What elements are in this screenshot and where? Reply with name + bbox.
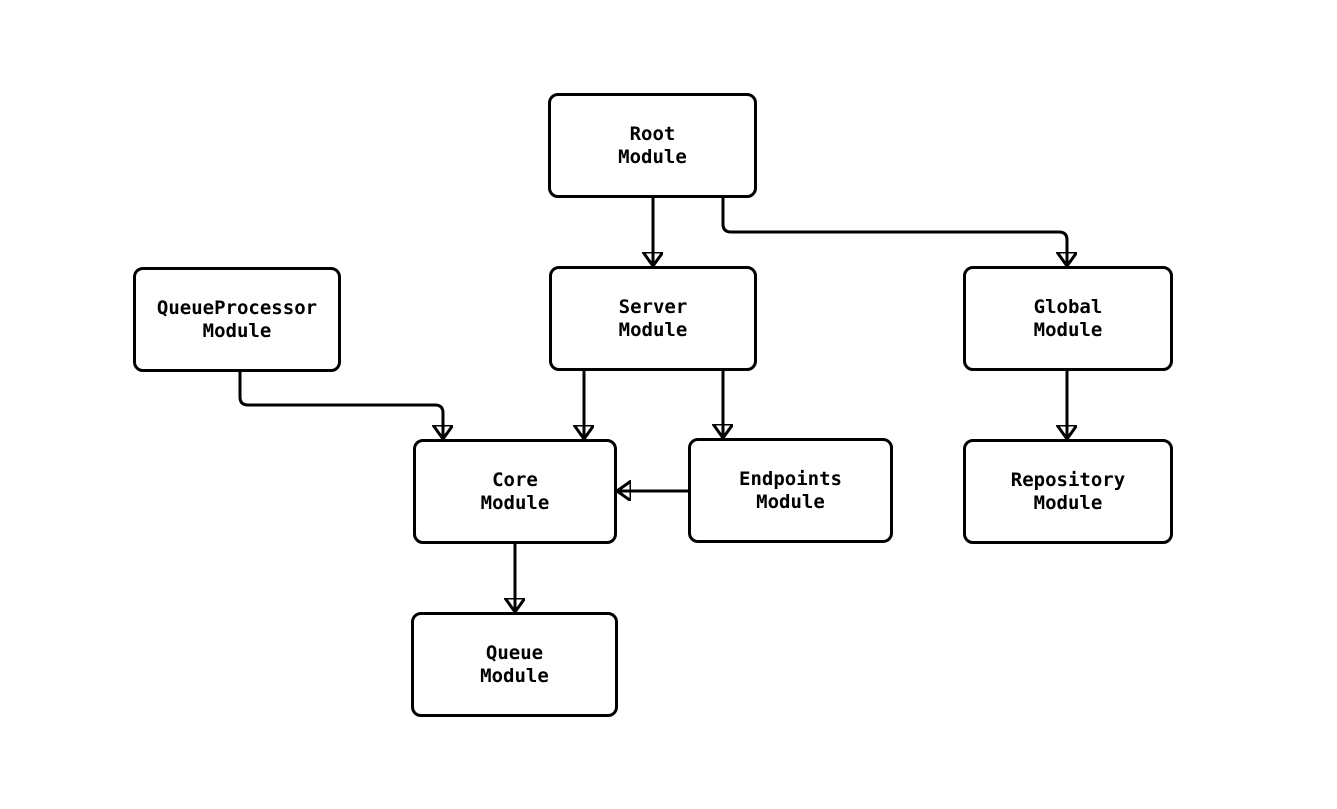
node-server-module[interactable]: Server Module [549,266,757,371]
node-queueprocessor-module[interactable]: QueueProcessor Module [133,267,341,372]
edge-queueprocessor-to-core-arrow [238,372,443,439]
node-repository-module-label: Repository Module [1010,468,1126,514]
edge-root-to-global-arrow [721,198,1067,266]
node-global-module[interactable]: Global Module [963,266,1173,371]
node-endpoints-module-label: Endpoints Module [739,467,842,513]
node-root-module[interactable]: Root Module [548,93,757,198]
node-endpoints-module[interactable]: Endpoints Module [688,438,893,543]
node-repository-module[interactable]: Repository Module [963,439,1173,544]
node-queue-module-label: Queue Module [480,641,549,687]
node-core-module[interactable]: Core Module [413,439,617,544]
node-root-module-label: Root Module [618,122,687,168]
node-server-module-label: Server Module [618,295,688,341]
node-global-module-label: Global Module [1033,295,1103,341]
node-queueprocessor-module-label: QueueProcessor Module [156,296,318,342]
node-queue-module[interactable]: Queue Module [411,612,618,717]
node-core-module-label: Core Module [480,468,550,514]
